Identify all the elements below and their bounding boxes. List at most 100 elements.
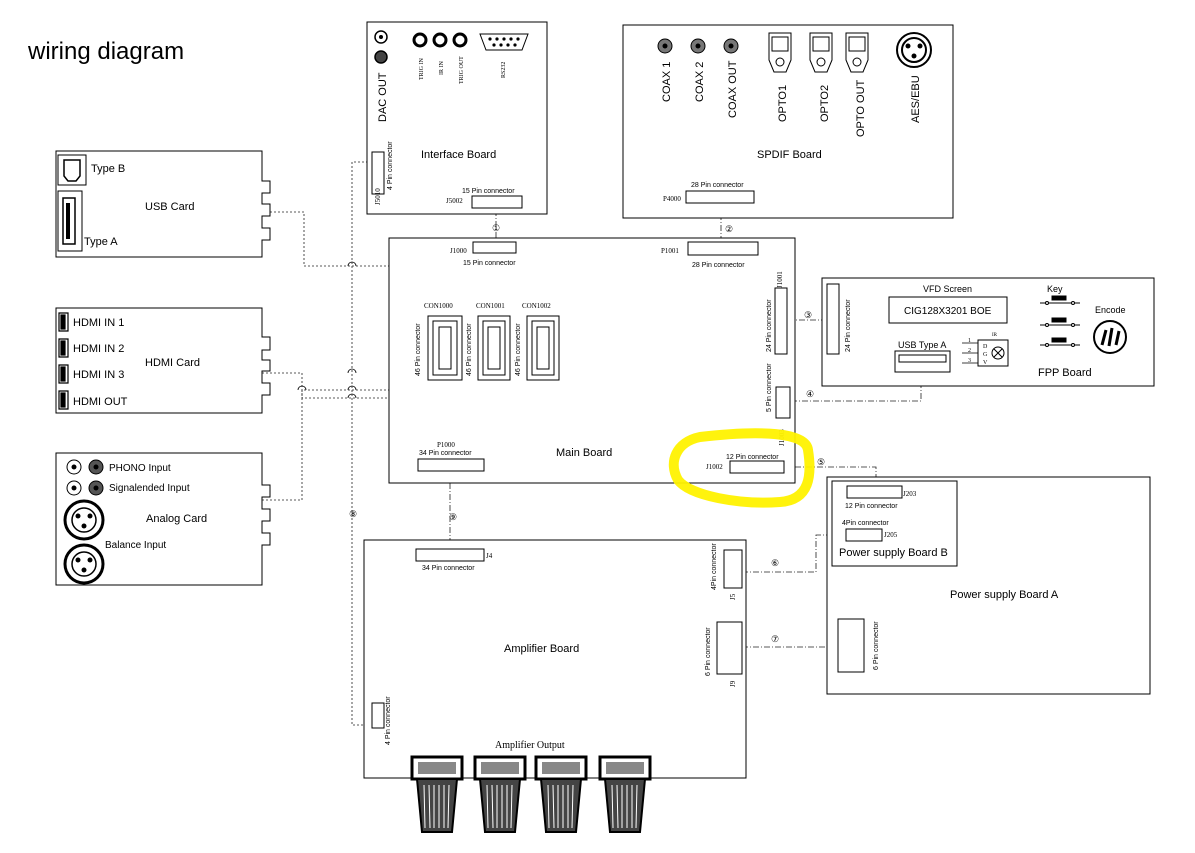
marker-1: ① — [492, 223, 500, 233]
key-switches-icon — [1040, 295, 1080, 347]
p1001-label: P1001 — [661, 247, 679, 255]
j203-desc: 12 Pin connector — [845, 503, 898, 510]
opto-ports-icon — [768, 32, 869, 73]
power-supply-board-b: J203 12 Pin connector 4Pin connector J20… — [831, 480, 958, 567]
usb-card: Type B Type A USB Card — [55, 150, 271, 258]
hdmi-ports-icon — [58, 312, 69, 410]
coax1-label: COAX 1 — [661, 62, 673, 102]
con1000-label: CON1000 — [424, 302, 453, 310]
coax-out-label: COAX OUT — [727, 60, 739, 118]
j5-desc: 4Pin connector — [711, 543, 718, 590]
single-ended-label: Signalended Input — [109, 483, 190, 494]
psu-b-label: Power supply Board B — [839, 547, 948, 559]
marker-3: ③ — [804, 310, 812, 320]
j1002-label: J1002 — [706, 463, 723, 471]
ir-letter-g: G — [983, 352, 988, 358]
usb-card-label: USB Card — [145, 201, 195, 213]
balance-label: Balance Input — [105, 540, 166, 551]
aes-ebu-connector-icon — [896, 32, 932, 68]
j205-desc: 4Pin connector — [842, 520, 889, 527]
con1000-desc: 46 Pin connector — [415, 323, 422, 376]
trig-out-label: TRIG OUT — [459, 56, 465, 84]
con1001-label: CON1001 — [476, 302, 505, 310]
spdif-board-label: SPDIF Board — [757, 149, 822, 161]
rs232-label: RS232 — [501, 62, 507, 78]
j205-label: J205 — [884, 531, 898, 539]
ir-letter-d: D — [983, 344, 988, 350]
rs232-port-icon — [479, 33, 529, 51]
j5002-desc: 15 Pin connector — [462, 188, 515, 195]
ir-pin-1: 1 — [968, 338, 971, 344]
interface-board: DAC OUT TRIG IN IR IN TRIG OUT RS232 Int… — [366, 21, 548, 215]
con1001-desc: 46 Pin connector — [466, 323, 473, 376]
opto1-label: OPTO1 — [777, 85, 789, 122]
highlight-ring — [668, 428, 815, 508]
type-b-label: Type B — [91, 163, 125, 175]
p4000-desc: 28 Pin connector — [691, 182, 744, 189]
aes-ebu-label: AES/EBU — [910, 75, 922, 123]
marker-4: ④ — [806, 389, 814, 399]
j5010-label: J5010 — [374, 188, 382, 205]
j1003-desc: 5 Pin connector — [766, 363, 773, 412]
trig-jacks-icon — [412, 32, 468, 48]
coax2-label: COAX 2 — [694, 62, 706, 102]
hdmi-in3-label: HDMI IN 3 — [73, 369, 124, 381]
hdmi-out-label: HDMI OUT — [73, 396, 128, 408]
psu-a-conn-desc: 6 Pin connector — [873, 621, 880, 670]
marker-2: ② — [725, 224, 733, 234]
p4000-label: P4000 — [663, 195, 681, 203]
ir-in-label: IR IN — [439, 61, 445, 75]
j4-label: J4 — [486, 552, 493, 560]
p1000-label: P1000 — [437, 441, 455, 449]
amp-board-label: Amplifier Board — [504, 643, 579, 655]
encoder-knob-icon — [1093, 320, 1127, 354]
main-board-label: Main Board — [556, 447, 612, 459]
p1001-desc: 28 Pin connector — [692, 262, 745, 269]
marker-6: ⑥ — [771, 558, 779, 568]
marker-5: ⑤ — [817, 457, 825, 467]
j1001-label: J1001 — [776, 271, 784, 288]
marker-8: ⑧ — [349, 509, 357, 519]
key-label: Key — [1047, 284, 1063, 294]
vfd-model: CIG128X3201 BOE — [904, 306, 992, 317]
fpp-connector-desc: 24 Pin connector — [845, 299, 852, 352]
phono-jacks-icon — [66, 459, 104, 475]
marker-7: ⑦ — [771, 634, 779, 644]
opto-out-label: OPTO OUT — [855, 79, 867, 137]
cable-markers: ① ② ③ ④ ⑤ ⑥ ⑦ ⑧ ⑨ — [349, 223, 825, 644]
diagram-title: wiring diagram — [27, 38, 184, 65]
fpp-usb-label: USB Type A — [898, 340, 946, 350]
j4-desc: 34 Pin connector — [422, 565, 475, 572]
encode-label: Encode — [1095, 305, 1126, 315]
xlr-jacks-icon — [63, 499, 105, 585]
j1001-desc: 24 Pin connector — [766, 299, 773, 352]
ir-letter-v: V — [983, 360, 988, 366]
j5-label: J5 — [729, 593, 737, 600]
speaker-terminals-icon — [410, 755, 652, 833]
con1002-desc: 46 Pin connector — [515, 323, 522, 376]
interface-board-label: Interface Board — [421, 149, 496, 161]
hdmi-in2-label: HDMI IN 2 — [73, 343, 124, 355]
usb-type-a-icon — [57, 190, 83, 252]
j9-label: J9 — [729, 680, 737, 687]
amp-4pin-desc: 4 Pin connector — [385, 696, 392, 745]
spdif-board: COAX 1 COAX 2 COAX OUT OPTO1 OPTO2 OPTO … — [622, 24, 954, 219]
dac-out-label: DAC OUT — [377, 72, 389, 122]
hdmi-in1-label: HDMI IN 1 — [73, 317, 124, 329]
j1000-desc: 15 Pin connector — [463, 260, 516, 267]
marker-9: ⑨ — [449, 512, 457, 522]
ir-pin-3: 3 — [968, 358, 971, 364]
j203-label: J203 — [903, 490, 917, 498]
hdmi-card-label: HDMI Card — [145, 357, 200, 369]
trig-in-label: TRIG IN — [419, 58, 425, 80]
ir-pin-2: 2 — [968, 348, 971, 354]
j1002-desc: 12 Pin connector — [726, 454, 779, 461]
dac-out-jack-icon-2 — [374, 50, 388, 64]
main-board: J1000 15 Pin connector P1001 28 Pin conn… — [388, 237, 796, 484]
analog-card-label: Analog Card — [146, 513, 207, 525]
vfd-title: VFD Screen — [923, 284, 972, 294]
type-a-label: Type A — [84, 236, 118, 248]
single-ended-jacks-icon — [66, 480, 104, 496]
coax-jacks-icon — [657, 38, 739, 54]
psu-a-label: Power supply Board A — [950, 589, 1059, 601]
